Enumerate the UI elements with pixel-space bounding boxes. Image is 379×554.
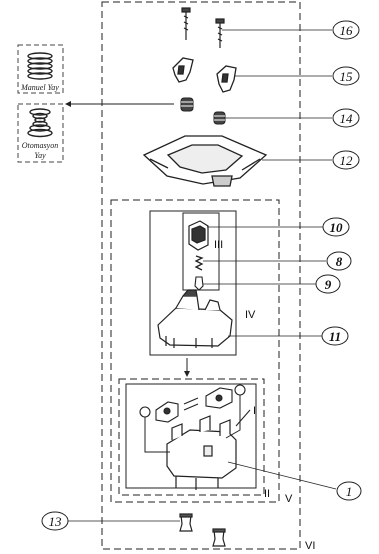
callout-14: 14: [332, 108, 360, 128]
callout-1-label: 1: [346, 484, 353, 499]
callout-13: 13: [41, 511, 69, 531]
terminal-screws: [139, 384, 246, 423]
zone-iv-label: IV: [245, 309, 256, 321]
zone-iv-frame: [149, 210, 237, 356]
callout-13-label: 13: [49, 514, 63, 529]
zone-ii-frame: [118, 378, 265, 496]
contact-body-part: [166, 415, 237, 490]
zone-i-label: I: [253, 405, 256, 417]
callout-10-label: 10: [330, 220, 344, 235]
bottom-feet-parts: [179, 513, 226, 547]
small-spring-part: [194, 255, 204, 271]
manual-spring-label: Manuel Yay: [20, 83, 59, 92]
callout-leaders: [68, 29, 337, 522]
zone-i-leaders: [144, 395, 251, 453]
zone-v-frame: [110, 199, 280, 503]
callout-14-label: 14: [340, 111, 354, 126]
callout-16: 16: [332, 20, 360, 40]
callout-9: 9: [315, 274, 341, 294]
callout-12: 12: [332, 150, 360, 170]
callout-8-label: 8: [336, 254, 343, 269]
automation-spring-label-1: Otomasyon: [22, 141, 58, 150]
pin-part: [194, 276, 204, 291]
callout-15-label: 15: [340, 69, 354, 84]
zone-iii-label: III: [214, 239, 223, 251]
callout-10: 10: [322, 217, 350, 237]
zone-i-frame: [125, 383, 257, 489]
spring-parts: [180, 97, 226, 125]
manual-spring-box: Manuel Yay: [17, 44, 64, 94]
zone-vi-label: VI: [305, 540, 315, 552]
screw-parts: [181, 7, 225, 48]
zone-vi-frame: [101, 1, 301, 550]
mounting-frame-part: [142, 135, 268, 187]
callout-16-label: 16: [340, 23, 354, 38]
callout-15: 15: [332, 66, 360, 86]
automation-spring-icon: [27, 108, 53, 138]
callout-8: 8: [326, 251, 352, 271]
callout-12-label: 12: [340, 153, 354, 168]
zone-v-label: V: [285, 493, 293, 505]
housing-11-part: [157, 289, 233, 348]
automation-spring-label-2: Yay: [34, 151, 46, 160]
module-10-part: [188, 220, 209, 251]
clamp-parts: [172, 57, 237, 93]
callout-9-label: 9: [325, 277, 332, 292]
callout-1: 1: [336, 481, 362, 501]
manual-spring-icon: [27, 52, 53, 80]
callout-11-label: 11: [329, 329, 341, 344]
callout-11: 11: [321, 326, 349, 346]
zone-iii-frame: [182, 212, 220, 291]
zone-ii-label: II: [264, 488, 270, 500]
automation-spring-box: Otomasyon Yay: [17, 103, 64, 163]
